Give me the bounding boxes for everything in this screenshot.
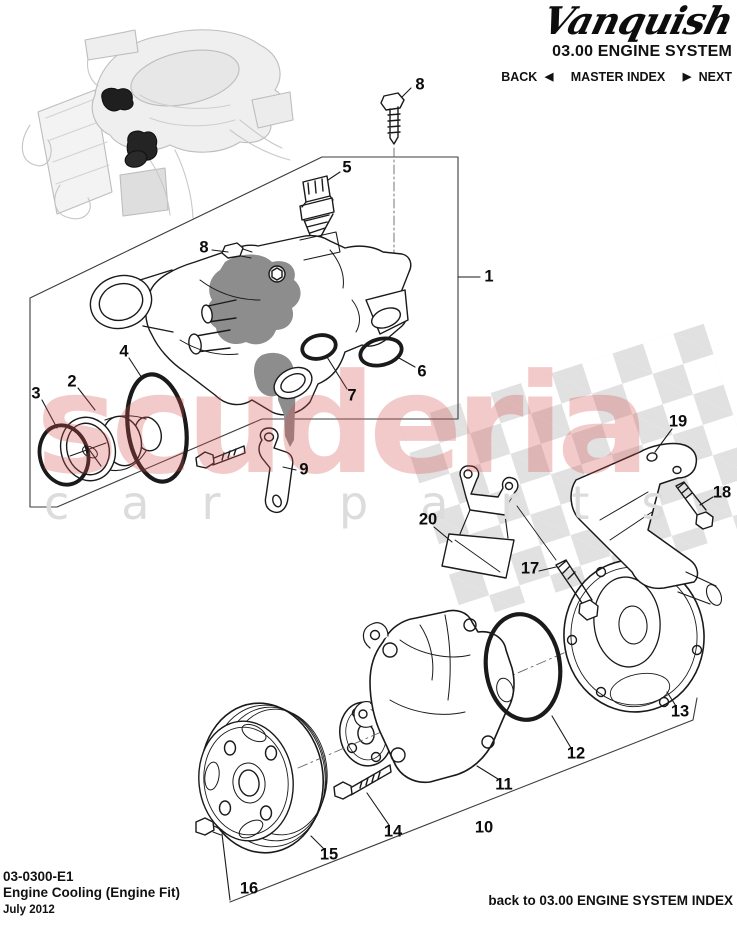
- bracket-9-bolt: [195, 445, 246, 469]
- lower-assembly-box: [229, 697, 698, 903]
- bracket-19: [570, 442, 723, 606]
- water-outlet-housing: [89, 231, 412, 447]
- back-arrow-icon: ◀: [544, 71, 554, 83]
- upper-assembly-box: [29, 156, 459, 508]
- gasket-ring-4: [125, 372, 189, 484]
- engine-overview-art: [21, 29, 294, 220]
- bolt-8-left: [221, 242, 253, 259]
- back-to-index-link[interactable]: back to 03.00 ENGINE SYSTEM INDEX: [488, 893, 733, 908]
- next-arrow-icon: ▶: [682, 71, 692, 83]
- leader-lines: [41, 87, 714, 901]
- temperature-sensor-5: [299, 175, 335, 241]
- doc-date: July 2012: [3, 904, 55, 917]
- page-header: Vanquish 03.00 ENGINE SYSTEM BACK ◀ MAST…: [497, 0, 737, 84]
- nav-master-index-link[interactable]: MASTER INDEX: [570, 70, 666, 84]
- bracket-20-mount-line: [516, 505, 557, 561]
- section-title: 03.00 ENGINE SYSTEM: [552, 43, 732, 60]
- bolt-8-top: [380, 92, 405, 145]
- o-ring-12: [483, 612, 563, 722]
- pulley-15: [198, 702, 328, 854]
- bracket-20: [441, 465, 519, 579]
- o-ring-7: [300, 333, 338, 361]
- nav-back-link[interactable]: BACK: [501, 70, 538, 84]
- nav-next-link[interactable]: NEXT: [698, 70, 732, 84]
- doc-title: Engine Cooling (Engine Fit): [3, 885, 180, 901]
- vanquish-logo: Vanquish: [538, 0, 737, 43]
- o-ring-6: [358, 336, 404, 368]
- bolt-16: [195, 817, 223, 836]
- bolt-14: [333, 764, 392, 800]
- bracket-9: [258, 427, 294, 514]
- bolt-18: [675, 481, 714, 530]
- water-pump-11: [353, 609, 515, 784]
- nav-row: BACK ◀ MASTER INDEX ▶ NEXT: [497, 70, 732, 84]
- footer-doc-info: 03-0300-E1 Engine Cooling (Engine Fit) J…: [3, 869, 180, 918]
- doc-number: 03-0300-E1: [3, 869, 74, 884]
- bolt-17: [555, 559, 599, 621]
